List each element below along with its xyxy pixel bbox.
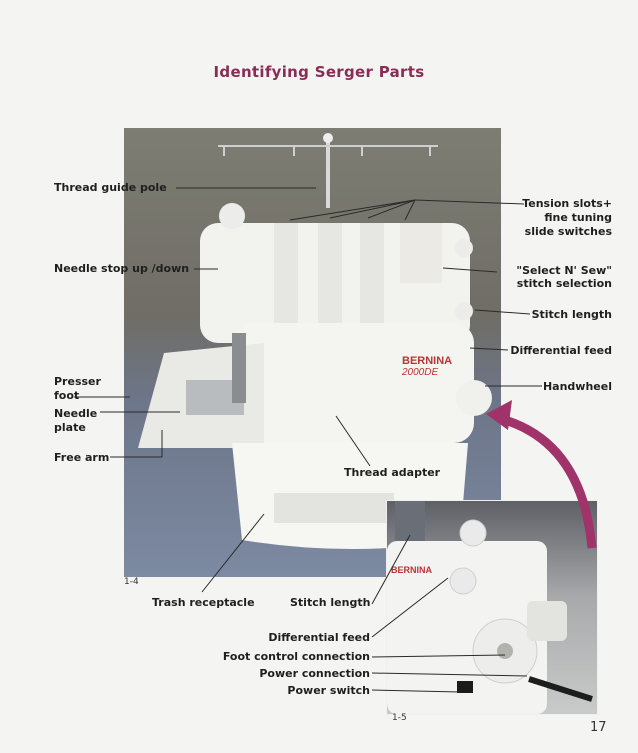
label-stitch-length-top: Stitch length — [531, 308, 612, 321]
figure-number-1-4: 1-4 — [124, 577, 139, 587]
label-tension-slots-line2: fine tuning — [544, 211, 612, 224]
label-select-n-sew-line2: stitch selection — [516, 277, 612, 290]
label-power-switch: Power switch — [287, 684, 370, 697]
page-title: Identifying Serger Parts — [213, 63, 425, 81]
label-thread-adapter: Thread adapter — [344, 466, 441, 479]
label-stitch-length-bottom: Stitch length — [290, 596, 371, 609]
label-power-connection: Power connection — [259, 667, 370, 680]
label-needle-plate-line1: Needle — [54, 407, 98, 420]
label-handwheel: Handwheel — [542, 380, 612, 393]
inset-illustration: BERNINA — [387, 501, 593, 714]
brand-model-text: 2000DE — [401, 367, 438, 378]
figure-number-1-5: 1-5 — [392, 713, 407, 723]
inset-brand-text: BERNINA — [391, 565, 433, 575]
label-free-arm: Free arm — [54, 451, 110, 464]
label-differential-feed-top: Differential feed — [510, 344, 612, 357]
label-tension-slots-line3: slide switches — [524, 225, 612, 238]
label-trash-receptacle: Trash receptacle — [152, 596, 255, 609]
label-select-n-sew-line1: "Select N' Sew" — [516, 264, 612, 277]
label-needle-stop: Needle stop up /down — [54, 262, 190, 275]
inset-closeup-photo: BERNINA — [386, 500, 598, 715]
label-tension-slots-line1: Tension slots+ — [522, 197, 612, 210]
serger-illustration: BERNINA 2000DE — [138, 133, 492, 549]
label-differential-feed-bottom: Differential feed — [268, 631, 370, 644]
label-needle-plate-line2: plate — [54, 421, 86, 434]
label-foot-control-connection: Foot control connection — [222, 650, 370, 663]
page-number: 17 — [590, 720, 607, 735]
label-presser-line2: foot — [54, 389, 80, 402]
brand-name-text: BERNINA — [402, 355, 452, 367]
label-thread-guide-pole: Thread guide pole — [54, 181, 167, 194]
label-presser-line1: Presser — [54, 375, 101, 388]
